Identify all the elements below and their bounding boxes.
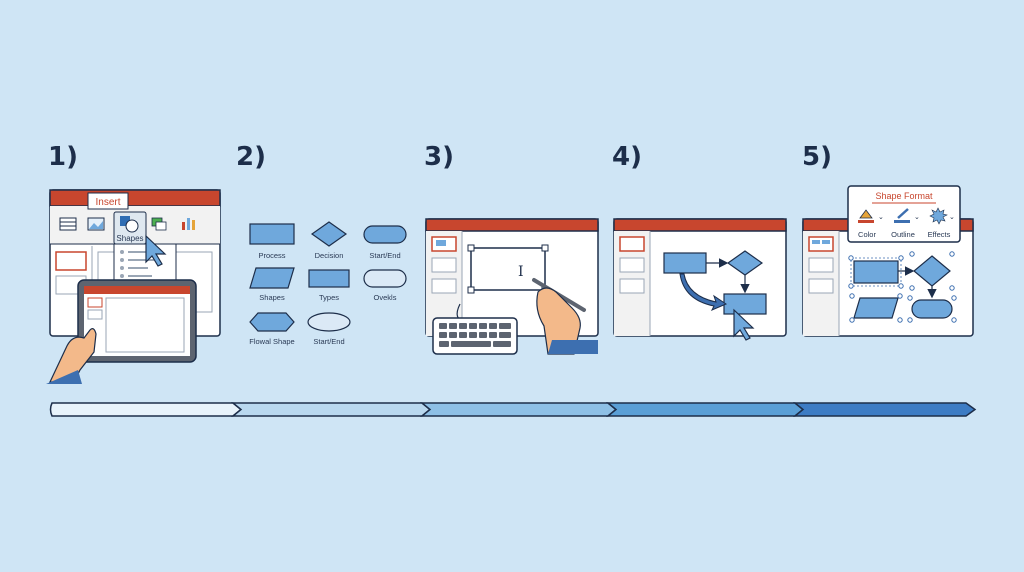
step2-shape-library: Process Decision Start/End Shapes Types … <box>249 221 407 346</box>
shape-label-ovals: Ovekls <box>374 293 397 302</box>
shapes-dropdown <box>113 243 177 283</box>
tablet-device <box>77 279 197 363</box>
picture-icon[interactable] <box>87 217 105 231</box>
shape-label-flowal-shape: Flowal Shape <box>249 337 294 346</box>
chart-icon[interactable] <box>182 218 195 230</box>
hand-with-stylus <box>532 278 598 355</box>
outline-button-label: Outline <box>891 230 915 239</box>
shape-label-decision: Decision <box>315 251 344 260</box>
shape-label-start-end-2: Start/End <box>313 337 344 346</box>
insert-tab-label: Insert <box>95 197 120 208</box>
starburst-icon <box>929 207 948 225</box>
step5-app-window <box>802 218 974 337</box>
curved-arrow-icon <box>679 273 728 311</box>
drawn-rectangle[interactable] <box>470 247 546 291</box>
progress-segment-2 <box>230 402 432 417</box>
step-number-3: 3) <box>424 142 454 172</box>
step-number-1: 1) <box>48 142 78 172</box>
color-button-label: Color <box>858 230 876 239</box>
ellipse-shape[interactable] <box>307 312 351 332</box>
shape-label-types: Types <box>319 293 339 302</box>
shapes-button[interactable]: Shapes <box>113 211 147 245</box>
process-shape[interactable] <box>249 223 295 245</box>
effects-button[interactable]: ⌄ Effects <box>928 207 955 239</box>
mouse-cursor-icon <box>145 234 167 267</box>
shapes-button-label: Shapes <box>116 234 143 243</box>
step-number-4: 4) <box>612 142 642 172</box>
shape-label-start-end: Start/End <box>369 251 400 260</box>
hexagon-shape[interactable] <box>249 312 295 332</box>
table-icon[interactable] <box>59 217 77 231</box>
smartart-icon[interactable] <box>151 217 167 231</box>
outline-button[interactable]: ⌄ Outline <box>891 208 920 239</box>
shape-format-panel: Shape Format ⌄ Color ⌄ Outline ⌄ Effects <box>847 185 961 243</box>
pen-icon <box>897 208 909 219</box>
step-number-2: 2) <box>236 142 266 172</box>
shape-label-shapes: Shapes <box>259 293 285 302</box>
effects-button-label: Effects <box>928 230 951 239</box>
step4-app-window <box>613 218 787 341</box>
oval-shape[interactable] <box>363 269 407 288</box>
progress-arrow <box>49 402 977 417</box>
mouse-cursor-icon <box>733 308 755 341</box>
insert-tab[interactable]: Insert <box>87 192 129 210</box>
keyboard-icon <box>432 317 518 355</box>
progress-segment-3 <box>419 402 618 417</box>
shape-label-process: Process <box>258 251 285 260</box>
step-number-5: 5) <box>802 142 832 172</box>
flowchart-new-box[interactable] <box>723 293 767 315</box>
start-end-shape[interactable] <box>363 225 407 244</box>
flowchart-process-box[interactable] <box>663 252 707 274</box>
color-button[interactable]: ⌄ Color <box>858 209 884 239</box>
decision-shape[interactable] <box>310 221 348 247</box>
chevron-down-icon: ⌄ <box>878 214 884 221</box>
data-shape[interactable] <box>249 267 295 289</box>
progress-segment-1 <box>49 402 243 417</box>
chevron-down-icon: ⌄ <box>914 214 920 221</box>
types-shape[interactable] <box>308 269 350 288</box>
shape-format-title: Shape Format <box>875 191 933 201</box>
text-cursor-icon: I <box>518 264 524 280</box>
progress-segment-5 <box>792 402 977 417</box>
chevron-down-icon: ⌄ <box>949 214 955 221</box>
progress-segment-4 <box>605 402 805 417</box>
hand-holding-tablet <box>46 328 97 384</box>
